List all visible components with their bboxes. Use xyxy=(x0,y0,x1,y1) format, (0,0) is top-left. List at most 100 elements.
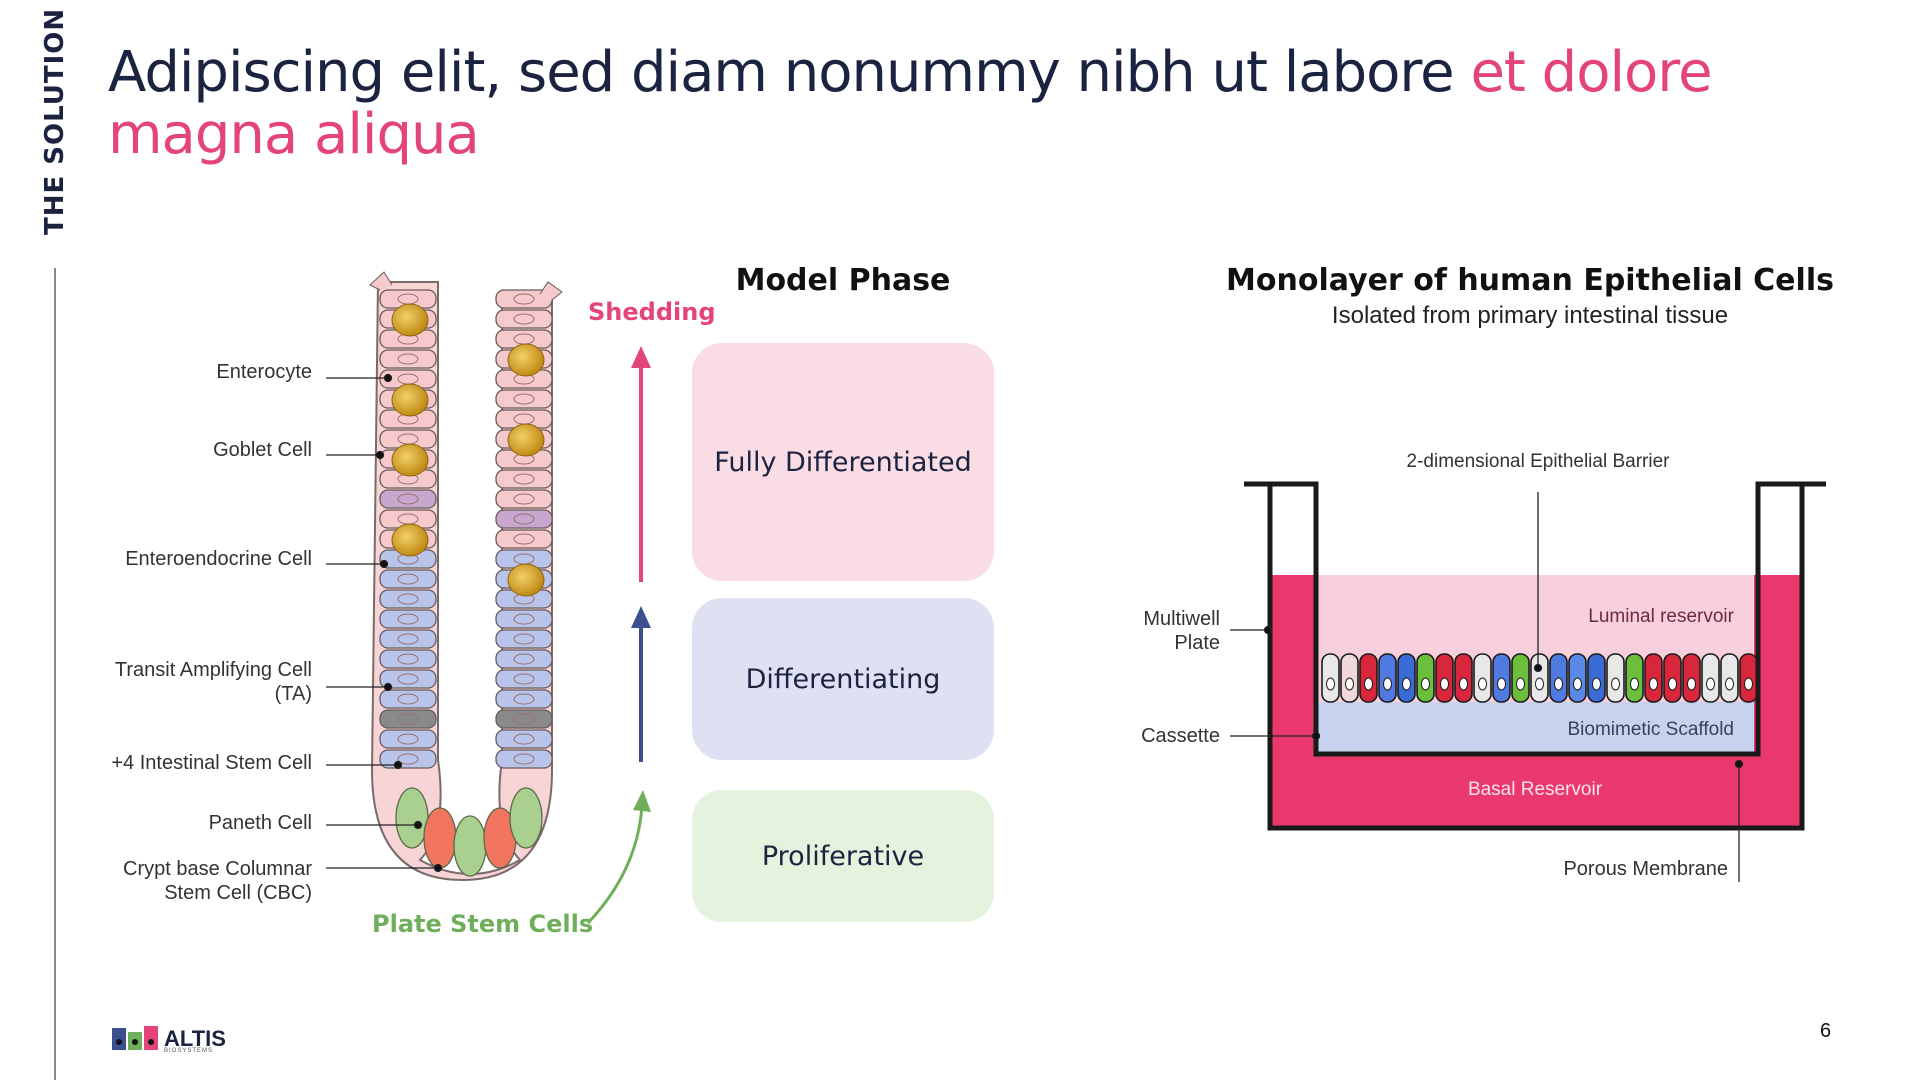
enteroendocrine-cell xyxy=(379,489,437,509)
multiwell-label-line2: Plate xyxy=(1174,632,1220,654)
cell-nucleus xyxy=(513,293,535,305)
ta-cell xyxy=(495,609,553,629)
goblet-cell xyxy=(507,343,545,377)
shedding-cell xyxy=(539,281,563,301)
cell-nucleus xyxy=(1383,677,1392,691)
ta-cell xyxy=(379,749,437,769)
ta-cell xyxy=(379,629,437,649)
cell-nucleus xyxy=(513,733,535,745)
label-transit-amplifying-cell: Transit Amplifying Cell xyxy=(114,659,312,681)
cell-nucleus xyxy=(513,753,535,765)
cell-nucleus xyxy=(397,593,419,605)
cell-nucleus xyxy=(397,653,419,665)
barrier-label: 2-dimensional Epithelial Barrier xyxy=(1406,451,1670,472)
ta-cell xyxy=(495,649,553,669)
cell-nucleus xyxy=(513,673,535,685)
cassette-label: Cassette xyxy=(1141,725,1220,747)
slide-title: Adipiscing elit, sed diam nonummy nibh u… xyxy=(108,42,1748,166)
cell-nucleus xyxy=(1326,677,1335,691)
epithelial-monolayer xyxy=(1321,653,1758,703)
cell-nucleus xyxy=(513,613,535,625)
label-enteroendocrine-cell: Enteroendocrine Cell xyxy=(125,548,312,570)
plus4-stem-cell xyxy=(495,709,553,729)
basal-reservoir-label: Basal Reservoir xyxy=(1467,779,1603,800)
ta-cell xyxy=(379,689,437,709)
label-plus4-stem-cell: +4 Intestinal Stem Cell xyxy=(111,752,312,774)
altis-logo-icon xyxy=(112,1026,158,1050)
cell-nucleus xyxy=(1535,677,1544,691)
altis-logo: ALTIS BIOSYSTEMS xyxy=(112,1026,226,1054)
label-paneth-cell: Paneth Cell xyxy=(208,812,312,834)
label-goblet-cell: Goblet Cell xyxy=(213,439,312,461)
cell-nucleus xyxy=(1706,677,1715,691)
enteroendocrine-cell xyxy=(495,509,553,529)
cell-nucleus xyxy=(397,633,419,645)
crypt-cells xyxy=(369,271,563,877)
phase-differentiating: Differentiating xyxy=(692,598,994,760)
cell-nucleus xyxy=(1668,677,1677,691)
cell-nucleus xyxy=(1421,677,1430,691)
page-number: 6 xyxy=(1820,1020,1832,1042)
cell-nucleus xyxy=(397,693,419,705)
cell-nucleus xyxy=(513,473,535,485)
enterocyte-cell xyxy=(495,469,553,489)
label-cbc: Stem Cell (CBC) xyxy=(164,882,312,904)
cell-nucleus xyxy=(513,313,535,325)
label-enterocyte: Enterocyte xyxy=(216,361,312,383)
cell-nucleus xyxy=(1725,677,1734,691)
phase-arrows xyxy=(586,346,651,925)
ta-cell xyxy=(495,689,553,709)
goblet-cell xyxy=(391,303,429,337)
logo-wordmark: ALTIS xyxy=(164,1026,226,1051)
cell-nucleus xyxy=(513,653,535,665)
cell-nucleus xyxy=(513,493,535,505)
cell-nucleus xyxy=(1364,677,1373,691)
cbc-stem-cell xyxy=(509,787,543,849)
phase-proliferative: Proliferative xyxy=(692,790,994,922)
enterocyte-cell xyxy=(495,309,553,329)
ta-cell xyxy=(379,569,437,589)
goblet-cell xyxy=(507,423,545,457)
cell-nucleus xyxy=(1554,677,1563,691)
phase-fully-differentiated: Fully Differentiated xyxy=(692,343,994,581)
goblet-cell xyxy=(507,563,545,597)
cell-nucleus xyxy=(1592,677,1601,691)
cell-nucleus xyxy=(1478,677,1487,691)
cell-nucleus xyxy=(397,713,419,725)
cell-nucleus xyxy=(513,693,535,705)
cell-nucleus xyxy=(1402,677,1411,691)
cell-nucleus xyxy=(397,673,419,685)
enterocyte-cell xyxy=(495,389,553,409)
model-phase-heading: Model Phase xyxy=(735,263,951,298)
cell-nucleus xyxy=(1516,677,1525,691)
cell-nucleus xyxy=(513,513,535,525)
crypt-leader-lines xyxy=(326,373,443,873)
cell-nucleus xyxy=(397,733,419,745)
cell-nucleus xyxy=(1630,677,1639,691)
cell-nucleus xyxy=(397,753,419,765)
cell-nucleus xyxy=(513,713,535,725)
cell-nucleus xyxy=(1744,677,1753,691)
well-walls xyxy=(1244,481,1826,831)
cell-nucleus xyxy=(513,533,535,545)
porous-membrane-label: Porous Membrane xyxy=(1563,858,1728,880)
ta-cell xyxy=(379,669,437,689)
ta-cell xyxy=(495,729,553,749)
cell-nucleus xyxy=(1573,677,1582,691)
shedding-cell xyxy=(369,271,393,291)
goblet-cell xyxy=(391,443,429,477)
cell-nucleus xyxy=(397,353,419,365)
label-ta: (TA) xyxy=(274,683,312,705)
ta-cell xyxy=(495,669,553,689)
ta-cell xyxy=(379,609,437,629)
logo-subtext: BIOSYSTEMS xyxy=(164,1048,214,1054)
cell-nucleus xyxy=(1459,677,1468,691)
ta-cell xyxy=(495,749,553,769)
cell-nucleus xyxy=(513,393,535,405)
monolayer-heading: Monolayer of human Epithelial Cells xyxy=(1226,263,1834,298)
cell-nucleus xyxy=(397,493,419,505)
ta-cell xyxy=(495,629,553,649)
cell-nucleus xyxy=(1497,677,1506,691)
